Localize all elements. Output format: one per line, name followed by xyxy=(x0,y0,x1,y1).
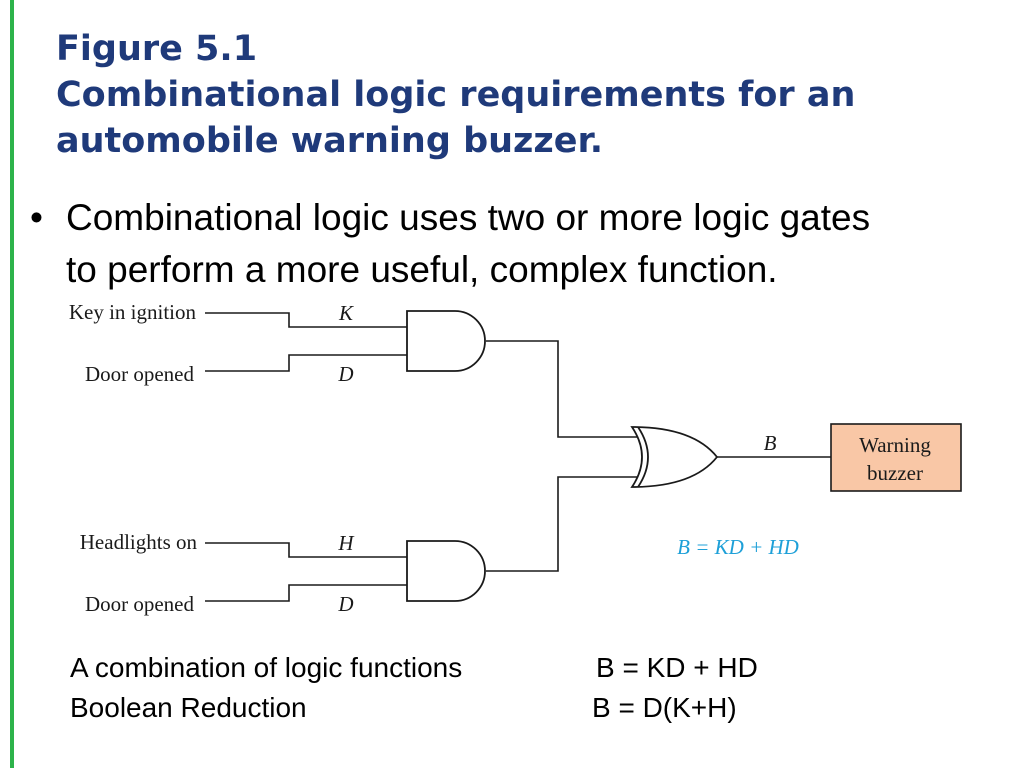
slide-title: Figure 5.1 Combinational logic requireme… xyxy=(56,26,855,164)
reduction-row-combination: A combination of logic functions B = KD … xyxy=(70,648,870,688)
signal-label-d-top: D xyxy=(337,362,353,386)
bullet-line-2: to perform a more useful, complex functi… xyxy=(66,249,778,290)
input-label-key-in-ignition: Key in ignition xyxy=(69,300,197,324)
reduction-row-boolean: Boolean Reduction B = D(K+H) xyxy=(70,688,870,728)
bullet-dot: • xyxy=(30,197,43,238)
reduction-equation-combination: B = KD + HD xyxy=(596,652,758,683)
wire-d-top xyxy=(205,354,407,372)
accent-bar xyxy=(10,0,14,768)
reduction-equation-boolean: B = D(K+H) xyxy=(592,692,737,723)
and-gate-bottom xyxy=(406,540,486,602)
reduction-label-combination: A combination of logic functions xyxy=(70,652,463,683)
input-label-door-opened-top: Door opened xyxy=(85,362,195,386)
wire-d-bottom xyxy=(205,584,407,602)
and-gate-top xyxy=(406,310,486,372)
input-label-headlights-on: Headlights on xyxy=(80,530,198,554)
wire-and-bottom-to-or xyxy=(486,476,640,572)
circuit-wires xyxy=(205,312,831,602)
bullet-line-1: Combinational logic uses two or more log… xyxy=(66,197,871,238)
signal-label-k: K xyxy=(338,301,354,325)
input-label-door-opened-bottom: Door opened xyxy=(85,592,195,616)
boolean-reduction: A combination of logic functions B = KD … xyxy=(70,648,870,728)
title-figure-number: Figure 5.1 xyxy=(56,29,258,69)
wire-k xyxy=(205,312,407,328)
bullet-text: Combinational logic uses two or more log… xyxy=(66,192,870,296)
output-box-line-2: buzzer xyxy=(867,461,923,485)
warning-buzzer-box xyxy=(830,423,962,492)
wire-h xyxy=(205,542,407,558)
output-box-line-1: Warning xyxy=(859,433,931,457)
signal-label-h: H xyxy=(337,531,355,555)
or-gate-inner-curve xyxy=(637,426,649,488)
title-line-2: Combinational logic requirements for an xyxy=(56,75,856,115)
circuit-equation: B = KD + HD xyxy=(677,535,799,559)
signal-label-b: B xyxy=(764,431,777,455)
signal-label-d-bottom: D xyxy=(337,592,353,616)
title-line-3: automobile warning buzzer. xyxy=(56,121,604,161)
wire-and-top-to-or xyxy=(486,340,640,438)
reduction-label-boolean: Boolean Reduction xyxy=(70,692,307,723)
or-gate xyxy=(630,426,719,488)
